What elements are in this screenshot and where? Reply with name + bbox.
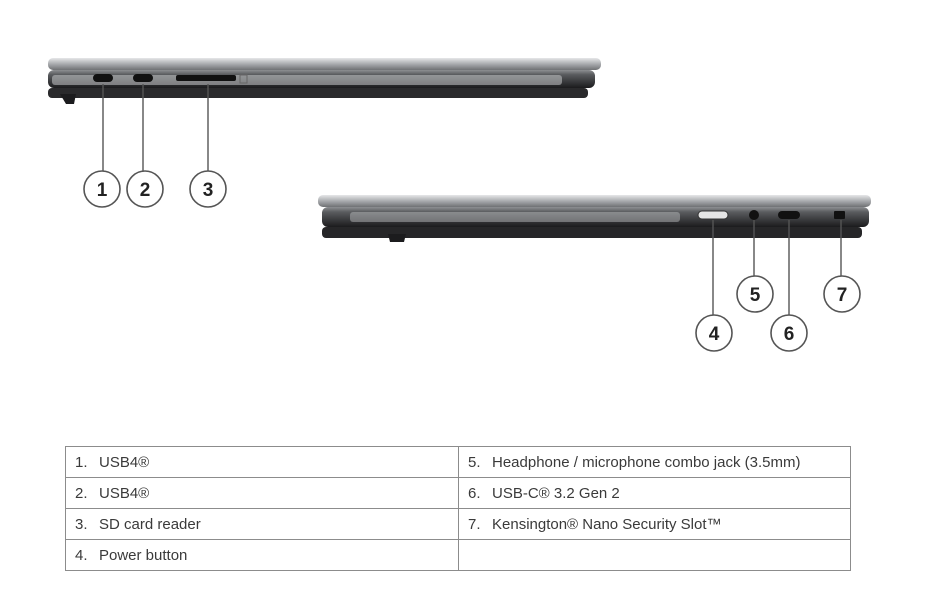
- callout-7: 7: [823, 275, 861, 313]
- callout-4: 4: [695, 314, 733, 352]
- table-cell: 2.USB4®: [65, 477, 459, 509]
- svg-text:3: 3: [203, 180, 214, 201]
- table-cell: 3.SD card reader: [65, 508, 459, 540]
- usb-c-port: [778, 211, 800, 219]
- right-lid: [318, 195, 871, 207]
- callout-5: 5: [736, 275, 774, 313]
- right-foot: [388, 234, 406, 242]
- audio-jack: [749, 210, 759, 220]
- callout-2: 2: [126, 170, 164, 208]
- svg-text:2: 2: [140, 180, 151, 201]
- laptop-left-side: [48, 58, 601, 104]
- left-lid: [48, 58, 601, 70]
- table-cell: 6.USB-C® 3.2 Gen 2: [458, 477, 851, 509]
- svg-text:6: 6: [784, 324, 795, 345]
- security-slot: [834, 211, 845, 219]
- sd-card-icon: [239, 74, 248, 84]
- callout-1: 1: [83, 170, 121, 208]
- ports-diagram: 1 2 3 4 5 6 7: [48, 58, 871, 352]
- left-base: [48, 88, 588, 98]
- svg-text:4: 4: [709, 324, 720, 345]
- right-body-highlight: [350, 212, 680, 222]
- usb4-port-2: [133, 74, 153, 82]
- power-button: [697, 210, 729, 220]
- table-row: 4.Power button: [65, 539, 851, 571]
- callout-3: 3: [189, 170, 227, 208]
- usb4-port-1: [93, 74, 113, 82]
- left-foot: [60, 94, 76, 104]
- table-row: 2.USB4® 6.USB-C® 3.2 Gen 2: [65, 477, 851, 509]
- svg-text:7: 7: [837, 285, 848, 306]
- right-base: [322, 227, 862, 238]
- svg-text:1: 1: [97, 180, 108, 201]
- table-row: 1.USB4® 5.Headphone / microphone combo j…: [65, 446, 851, 478]
- sd-card-slot: [176, 75, 236, 81]
- table-cell: 4.Power button: [65, 539, 459, 571]
- laptop-right-side: [318, 195, 871, 242]
- table-row: 3.SD card reader 7.Kensington® Nano Secu…: [65, 508, 851, 540]
- table-cell: 1.USB4®: [65, 446, 459, 478]
- svg-text:5: 5: [750, 285, 761, 306]
- left-body-highlight: [52, 75, 562, 85]
- table-cell: [458, 539, 851, 571]
- table-cell: 7.Kensington® Nano Security Slot™: [458, 508, 851, 540]
- ports-legend-table: 1.USB4® 5.Headphone / microphone combo j…: [65, 446, 851, 571]
- callout-6: 6: [770, 314, 808, 352]
- table-cell: 5.Headphone / microphone combo jack (3.5…: [458, 446, 851, 478]
- right-body: [322, 207, 869, 227]
